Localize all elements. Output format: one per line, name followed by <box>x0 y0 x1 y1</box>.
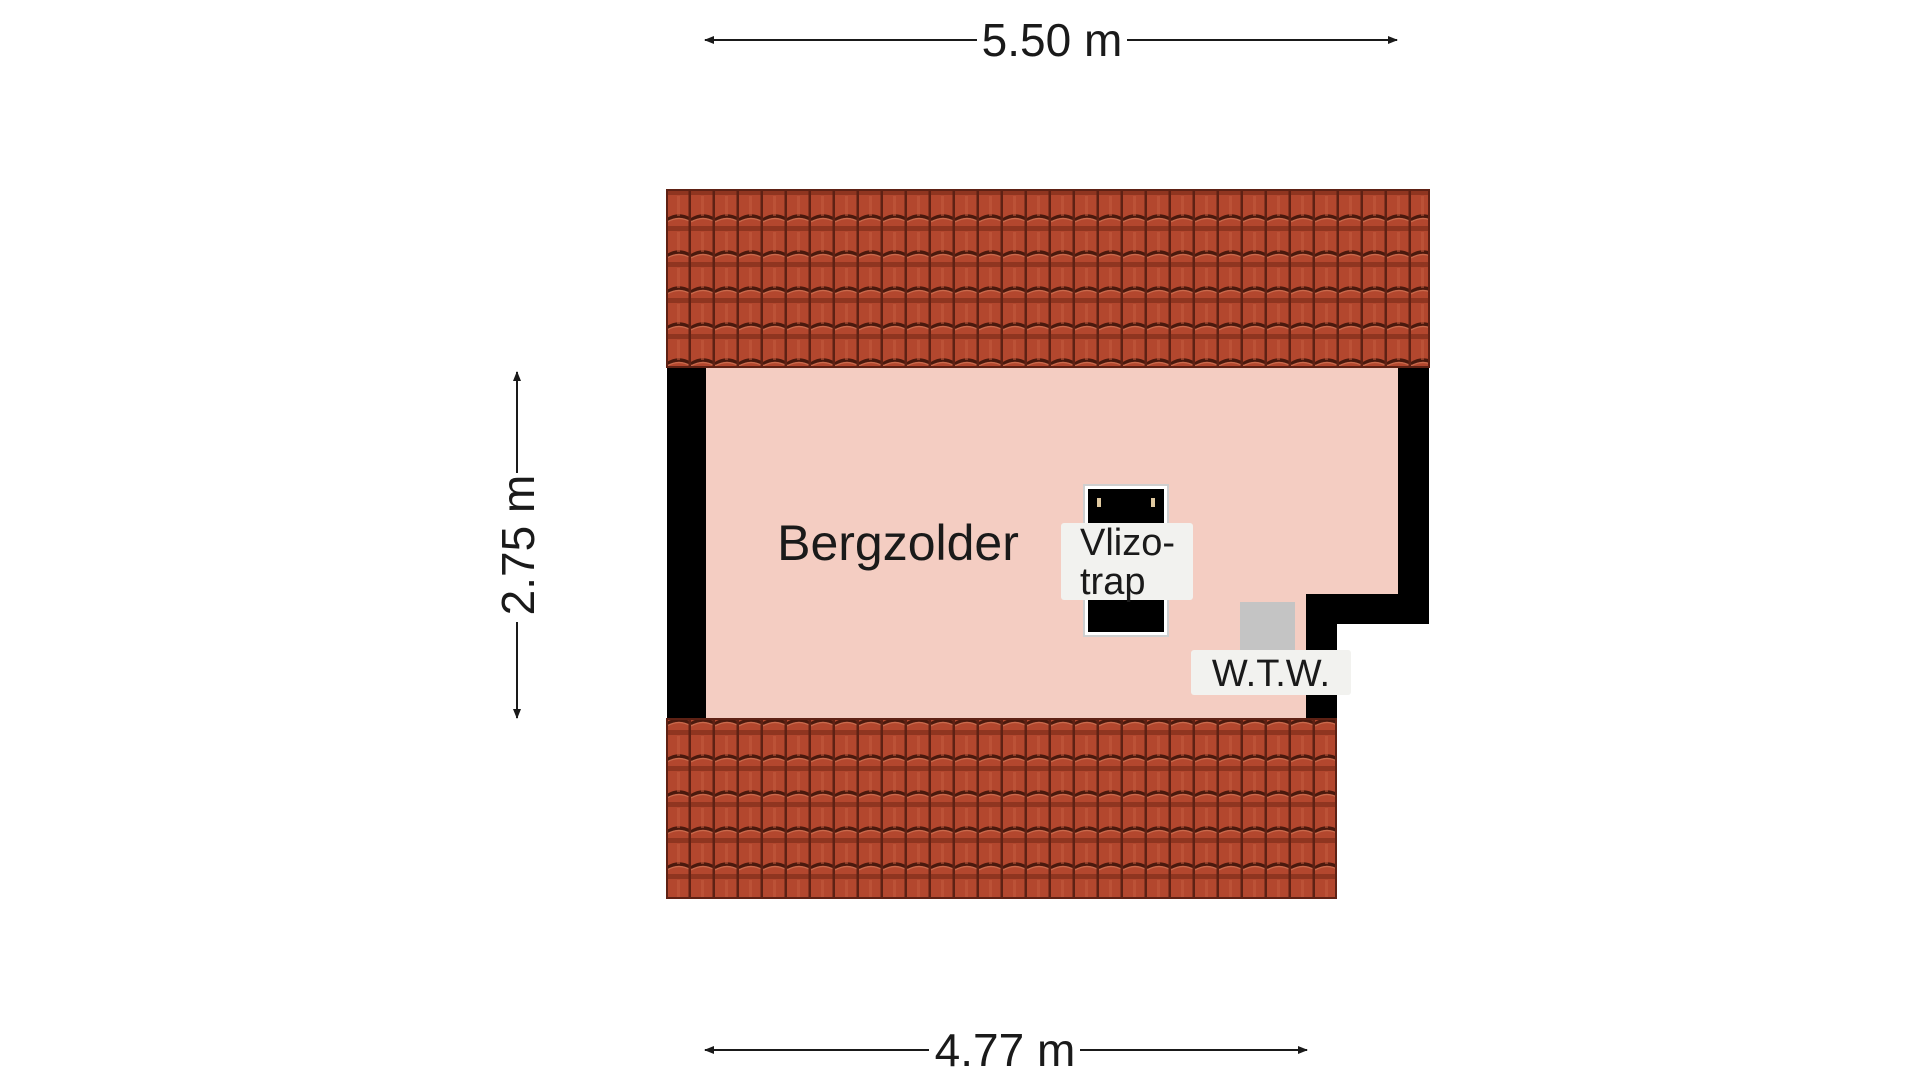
hatch-hinge-left <box>1097 498 1101 507</box>
dimension-top-label: 5.50 m <box>982 14 1123 66</box>
wtw-label: W.T.W. <box>1212 653 1330 695</box>
roof-bottom-outline <box>666 718 1337 899</box>
stair-label-line1: Vlizo- <box>1080 522 1175 564</box>
dimension-left: 2.75 m <box>492 371 544 719</box>
room-name-label: Bergzolder <box>777 515 1019 571</box>
stair-label-box <box>1061 523 1193 600</box>
roof-top-outline <box>666 189 1430 368</box>
dimension-bottom: 4.77 m <box>704 1024 1308 1076</box>
dimension-top: 5.50 m <box>704 14 1398 66</box>
wtw-label-box <box>1191 650 1351 695</box>
wtw-unit <box>1240 602 1295 650</box>
hatch-hinge-right <box>1151 498 1155 507</box>
exterior-gap <box>1337 624 1437 724</box>
wall-left <box>667 367 706 719</box>
wall-right <box>1398 367 1429 624</box>
dimension-bottom-label: 4.77 m <box>935 1024 1076 1076</box>
walls <box>667 367 1429 719</box>
stair-label-line2: trap <box>1080 561 1145 603</box>
roof-bottom <box>667 719 1336 898</box>
dimension-left-label: 2.75 m <box>492 475 544 616</box>
roof-top <box>667 190 1429 367</box>
